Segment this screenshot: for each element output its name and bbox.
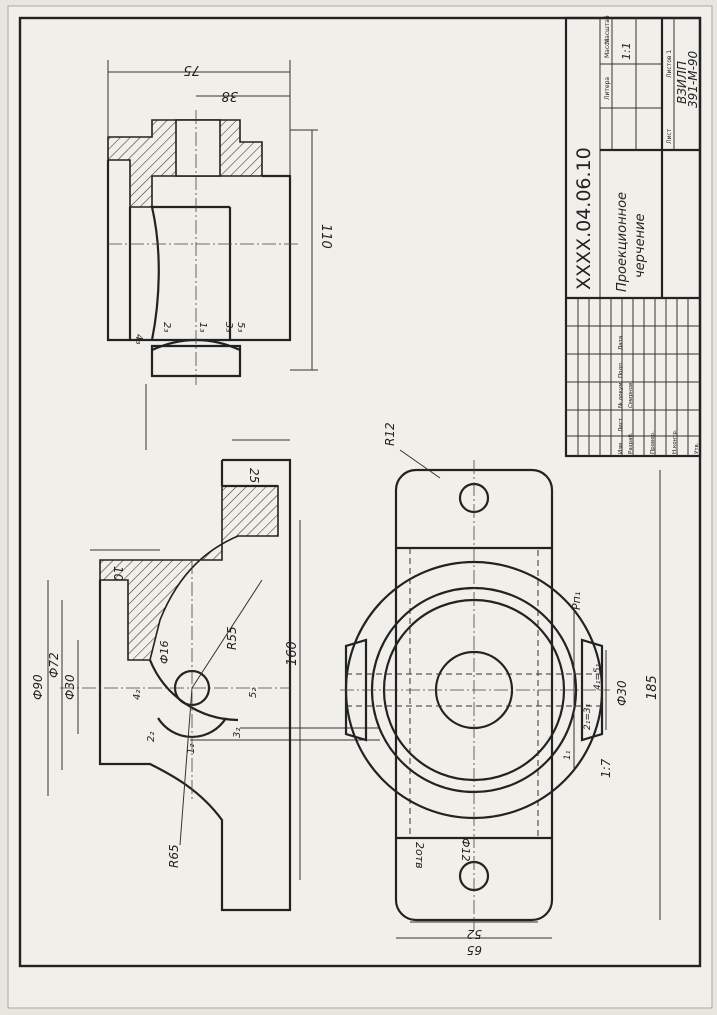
col-mass: Масса: [604, 39, 611, 58]
row-change: Изм: [618, 443, 624, 454]
col-sheet: Лист: [666, 128, 673, 144]
point-4-3: 4₃: [133, 334, 144, 344]
title-block: XXXX.04.06.10 Проекционное черчение ВЗИЛ…: [564, 15, 702, 458]
paper: [7, 5, 713, 1009]
point-3-3: 3₃: [223, 322, 234, 332]
role-norm: Н.контр.: [672, 429, 678, 454]
dim-110: 110: [318, 224, 333, 249]
dim-65: 65: [467, 943, 482, 957]
plan-view: R12 185 Ф30 Ф12 2отв 52 65 1:7 Pп₁ 1₁ 2₁…: [340, 422, 661, 957]
row-sheet: Лист: [618, 417, 624, 432]
point-3-2: 3₂: [232, 728, 243, 738]
dim-phi12: Ф12: [459, 838, 472, 861]
front-section-view: 25 10 Ф90 Ф72 Ф30 Ф16 R55 160 R65 4₂ 5₂ …: [31, 439, 301, 912]
col-sheets: Листов 1: [666, 50, 673, 78]
point-4-1: 4₁=5₁: [593, 663, 603, 690]
dim-10: 10: [111, 566, 125, 582]
row-sign: Подп.: [618, 361, 624, 378]
col-lit: Литера: [604, 77, 611, 100]
row-doc: № докум.: [618, 381, 624, 408]
dim-phi30-right: Ф30: [615, 680, 629, 706]
scale-value: 1:1: [620, 42, 633, 60]
drawing-name-line2: черчение: [633, 213, 648, 278]
organization-line2: 391-М-90: [686, 50, 700, 108]
point-2-2: 2₂: [146, 732, 157, 742]
drawing-designation: XXXX.04.06.10: [573, 147, 595, 290]
dim-75: 75: [183, 62, 200, 77]
dim-phi90: Ф90: [31, 674, 45, 700]
drawing-frame: [18, 16, 702, 968]
role-dev-name: Смирнов: [628, 383, 634, 408]
dim-185: 185: [645, 675, 660, 700]
dim-phi72: Ф72: [47, 652, 61, 678]
dim-52: 52: [467, 927, 482, 941]
dim-r55: R55: [225, 626, 239, 650]
point-2-1: 2₁=3₁: [583, 703, 593, 730]
dim-holes: 2отв: [413, 842, 426, 869]
dim-38: 38: [221, 88, 238, 103]
point-4-2: 4₂: [132, 690, 143, 700]
role-check: Провер.: [650, 431, 656, 454]
drawing-name-line1: Проекционное: [615, 192, 630, 292]
point-1-1: 1₁: [563, 750, 573, 760]
side-section-view: 75 38 110 4₃ 2₃ 1₃ 3₃ 5₃: [106, 60, 333, 385]
row-date: Дата: [618, 336, 624, 350]
dim-phi16: Ф16: [158, 641, 171, 664]
dim-ratio: 1:7: [599, 758, 613, 778]
dim-160: 160: [285, 641, 300, 666]
point-5-3: 5₃: [235, 322, 246, 332]
point-5-2: 5₂: [248, 688, 259, 698]
col-scale: Масштаб: [604, 15, 611, 44]
dim-25: 25: [247, 468, 261, 483]
role-dev: Разраб.: [628, 432, 634, 454]
dim-phi30-left: Ф30: [63, 674, 77, 700]
point-1-3: 1₃: [197, 322, 208, 332]
organization-line1: ВЗИЛП: [675, 61, 689, 104]
dim-r65: R65: [167, 844, 181, 868]
role-appr: Утв.: [694, 442, 700, 454]
point-1-2: 1₂: [186, 744, 197, 754]
point-2-3: 2₃: [161, 322, 172, 332]
plane-label: Pп₁: [570, 592, 583, 610]
dim-r12: R12: [383, 422, 397, 446]
